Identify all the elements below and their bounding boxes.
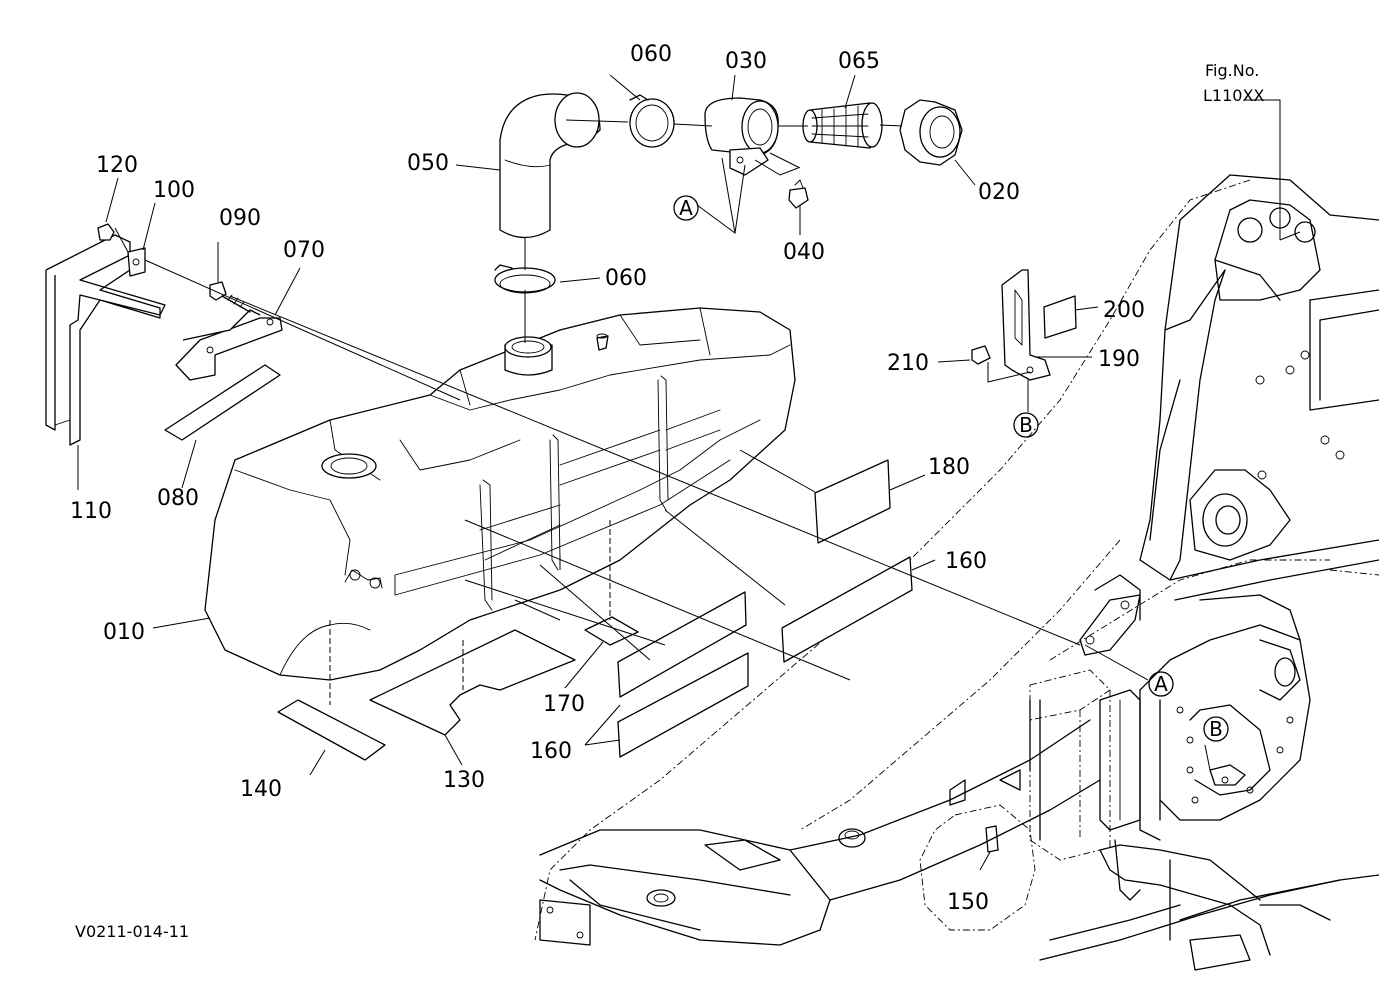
cushion-180 xyxy=(814,459,891,544)
fuel-tank-010 xyxy=(204,307,796,681)
drawing-code: V0211-014-11 xyxy=(75,922,189,941)
callout-090: 090 xyxy=(219,206,261,231)
cushion-140 xyxy=(277,699,386,761)
callout-100: 100 xyxy=(153,178,195,203)
filler-pipe-030 xyxy=(704,97,779,176)
callout-160-bottom: 160 xyxy=(530,739,572,764)
cushion-080 xyxy=(164,364,281,441)
nut-120 xyxy=(97,223,115,241)
callout-060-mid: 060 xyxy=(605,266,647,291)
bracket-100 xyxy=(127,247,146,277)
callout-180: 180 xyxy=(928,455,970,480)
tank-band-110 xyxy=(45,234,166,446)
ref-b-left: B xyxy=(1013,412,1039,438)
callout-140: 140 xyxy=(240,777,282,802)
callout-130: 130 xyxy=(443,768,485,793)
svg-text:B: B xyxy=(1209,717,1223,741)
tractor-frame xyxy=(534,174,1379,971)
callout-040: 040 xyxy=(783,240,825,265)
fuel-cap-020 xyxy=(899,99,963,166)
callout-065: 065 xyxy=(838,49,880,74)
bolt-090 xyxy=(209,281,251,313)
ref-a-top: A xyxy=(673,195,699,221)
callout-060-top: 060 xyxy=(630,42,672,67)
callout-030: 030 xyxy=(725,49,767,74)
reference-markers: A B A B xyxy=(673,195,1229,742)
fig-no-value: L110XX xyxy=(1203,86,1264,105)
callout-210: 210 xyxy=(887,351,929,376)
bracket-190 xyxy=(1001,269,1051,381)
callout-010: 010 xyxy=(103,620,145,645)
callout-190: 190 xyxy=(1098,347,1140,372)
callout-200: 200 xyxy=(1103,298,1145,323)
callout-020: 020 xyxy=(978,180,1020,205)
strainer-065 xyxy=(802,102,883,149)
svg-text:A: A xyxy=(679,196,693,220)
callout-110: 110 xyxy=(70,499,112,524)
ref-a-frame: A xyxy=(1148,671,1174,697)
callout-120: 120 xyxy=(96,153,138,178)
callout-labels: 050 060 030 065 020 040 060 120 100 090 … xyxy=(70,42,1264,941)
callout-170: 170 xyxy=(543,692,585,717)
hose-clamp-060-top xyxy=(629,94,675,148)
callout-150: 150 xyxy=(947,890,989,915)
label-200 xyxy=(1043,295,1077,339)
cushion-130 xyxy=(369,629,576,736)
bolt-210 xyxy=(971,345,991,365)
cushion-160-right xyxy=(781,556,913,663)
svg-text:B: B xyxy=(1019,413,1033,437)
bolt-040 xyxy=(788,179,809,209)
svg-text:A: A xyxy=(1154,672,1168,696)
filler-hose-050 xyxy=(499,92,601,239)
bracket-070 xyxy=(175,309,283,381)
assembly-lines xyxy=(77,74,1301,871)
callout-070: 070 xyxy=(283,238,325,263)
ref-b-frame: B xyxy=(1203,716,1229,742)
callout-160-right: 160 xyxy=(945,549,987,574)
callout-080: 080 xyxy=(157,486,199,511)
cushion-160-bottom xyxy=(617,591,749,758)
fig-no-label: Fig.No. xyxy=(1205,61,1259,80)
callout-050: 050 xyxy=(407,151,449,176)
